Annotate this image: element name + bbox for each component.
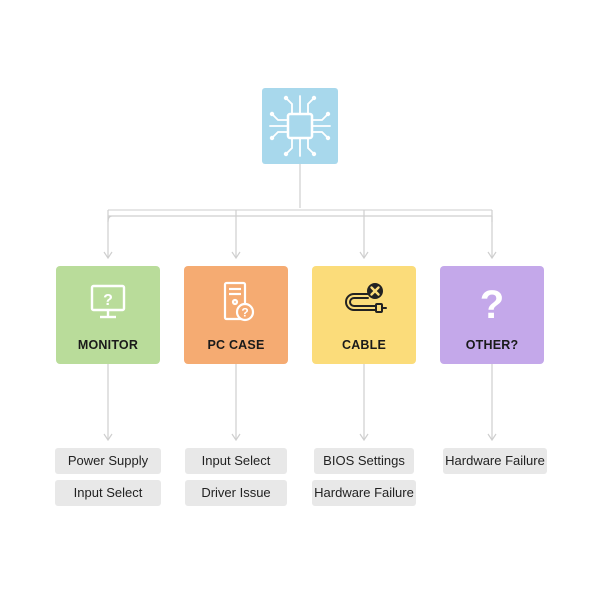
circuit-chip-icon	[269, 95, 331, 157]
svg-text:?: ?	[103, 292, 113, 309]
item-input-select[interactable]: Input Select	[55, 480, 161, 506]
item-driver-issue[interactable]: Driver Issue	[185, 480, 287, 506]
item-hardware-failure[interactable]: Hardware Failure	[312, 480, 416, 506]
category-label: PC CASE	[207, 338, 265, 352]
category-label: MONITOR	[77, 338, 139, 352]
question-mark-icon: ?	[480, 283, 504, 326]
category-label: CABLE	[341, 338, 387, 352]
category-cable[interactable]: CABLE	[312, 266, 416, 364]
item-hardware-failure[interactable]: Hardware Failure	[443, 448, 547, 474]
item-power-supply[interactable]: Power Supply	[55, 448, 161, 474]
category-label: OTHER?	[465, 338, 519, 352]
root-chip-node	[262, 88, 338, 164]
monitor-question-icon: ?	[90, 284, 126, 319]
cable-error-icon	[345, 283, 387, 313]
svg-text:?: ?	[480, 283, 504, 326]
category-monitor[interactable]: ? MONITOR	[56, 266, 160, 364]
item-bios-settings[interactable]: BIOS Settings	[314, 448, 414, 474]
pc-tower-question-icon: ?	[223, 281, 255, 322]
item-input-select[interactable]: Input Select	[185, 448, 287, 474]
category-pc-case[interactable]: ? PC CASE	[184, 266, 288, 364]
svg-text:?: ?	[241, 306, 248, 320]
category-other[interactable]: ? OTHER?	[440, 266, 544, 364]
